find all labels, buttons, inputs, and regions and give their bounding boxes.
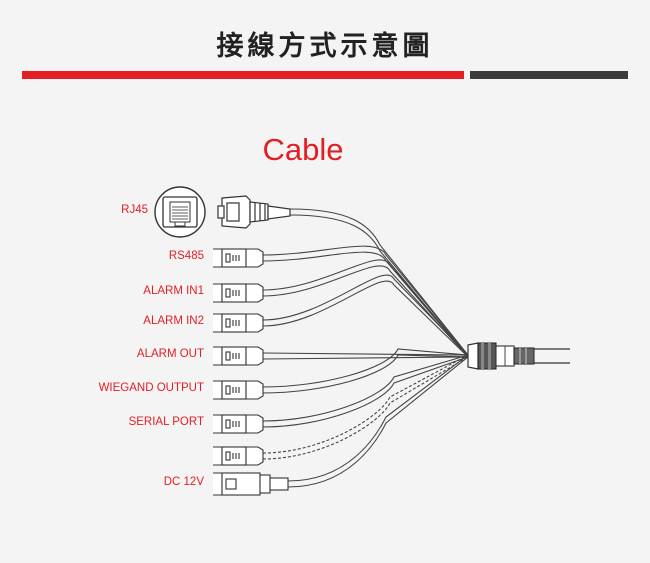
connector-label-alarm-in2: ALARM IN2: [143, 315, 204, 327]
cable-wire: [262, 356, 469, 360]
cable-wire: [262, 356, 469, 428]
cable-wire: [262, 274, 469, 356]
rj45-plug-icon: [217, 195, 291, 229]
cable-hub-connector-icon: [467, 342, 570, 370]
cable-wire: [262, 348, 469, 388]
connector-label-serial-port: SERIAL PORT: [128, 416, 204, 428]
page-title: 接線方式示意圖: [216, 31, 434, 62]
cable-wire: [262, 251, 469, 358]
cable-wire: [262, 354, 469, 394]
cable-wire: [262, 245, 469, 356]
cable-wire: [262, 259, 469, 356]
rj45-port-icon: [154, 186, 206, 238]
cable-wire: [289, 208, 469, 356]
cable-wire: [262, 356, 469, 460]
terminal-block-icon: [213, 380, 264, 400]
cable-title: Cable: [262, 132, 344, 167]
terminal-block-icon: [213, 446, 264, 466]
cable-wire: [262, 354, 469, 454]
cable-wire: [262, 352, 469, 356]
connector-label-rj45: RJ45: [121, 204, 148, 216]
header-divider-dark: [470, 71, 628, 79]
header-divider-red: [22, 71, 464, 79]
connector-label-wiegand-output: WIEGAND OUTPUT: [98, 382, 204, 394]
cable-wire: [262, 265, 469, 358]
cable-wire: [262, 280, 469, 358]
terminal-block-icon: [213, 346, 264, 366]
connector-label-alarm-in1: ALARM IN1: [143, 285, 204, 297]
terminal-block-icon: [213, 248, 264, 268]
terminal-block-icon: [213, 313, 264, 333]
cable-wire: [287, 356, 469, 488]
cable-wire: [262, 354, 469, 422]
connector-label-rs485: RS485: [168, 250, 204, 262]
dc-jack-icon: [213, 472, 289, 496]
terminal-block-icon: [213, 414, 264, 434]
cable-wire: [287, 354, 469, 482]
terminal-block-icon: [213, 283, 264, 303]
connector-label-alarm-out: ALARM OUT: [136, 348, 204, 360]
connector-label-dc-12v: DC 12V: [163, 476, 204, 488]
